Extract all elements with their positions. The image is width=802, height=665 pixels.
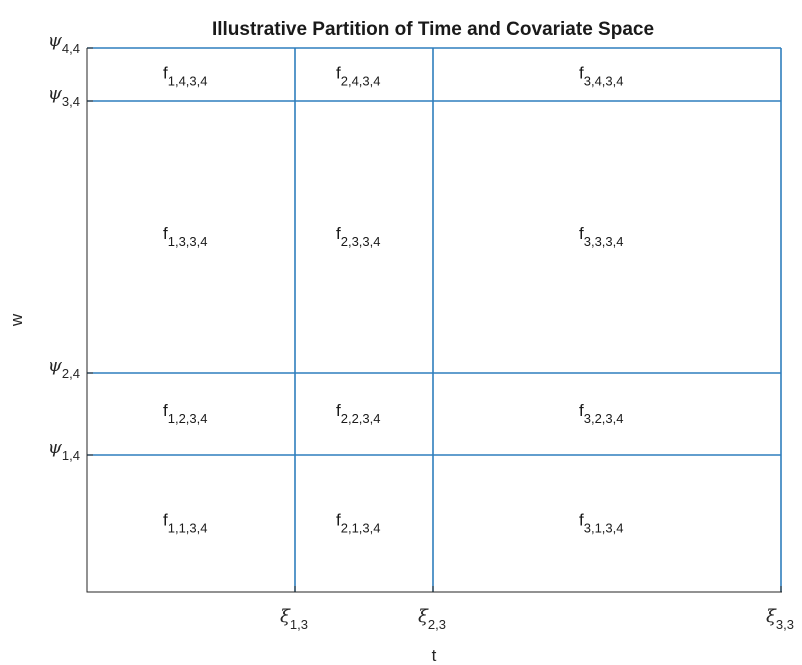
region-label: f2,4,3,4 [336,64,381,89]
region-label: f2,3,3,4 [336,224,381,249]
y-tick-label: ψ4,4 [48,30,80,56]
x-tick-label: ξ3,3 [766,606,794,632]
region-label: f3,3,3,4 [579,224,624,249]
region-label: f3,2,3,4 [579,401,624,426]
y-axis-label: w [7,313,26,327]
region-label: f1,1,3,4 [163,511,208,536]
y-axis-ticks: ψ1,4 ψ2,4 ψ3,4 ψ4,4 [48,30,93,463]
region-label: f1,4,3,4 [163,64,208,89]
partition-grid [87,47,782,592]
x-axis-ticks: ξ1,3 ξ2,3 ξ3,3 [280,586,794,632]
x-axis-label: t [432,646,437,665]
region-label: f1,3,3,4 [163,224,208,249]
region-label: f3,4,3,4 [579,64,624,89]
chart-title: Illustrative Partition of Time and Covar… [212,19,654,40]
y-tick-label: ψ2,4 [48,355,80,381]
region-label: f3,1,3,4 [579,511,624,536]
x-tick-label: ξ2,3 [418,606,446,632]
region-label: f2,2,3,4 [336,401,381,426]
x-tick-label: ξ1,3 [280,606,308,632]
y-tick-label: ψ3,4 [48,83,80,109]
axis-frame [86,48,782,593]
region-labels: f1,1,3,4 f2,1,3,4 f3,1,3,4 f1,2,3,4 f2,2,3,4… [163,64,624,536]
region-label: f2,1,3,4 [336,511,381,536]
y-tick-label: ψ1,4 [48,437,80,463]
region-label: f1,2,3,4 [163,401,208,426]
